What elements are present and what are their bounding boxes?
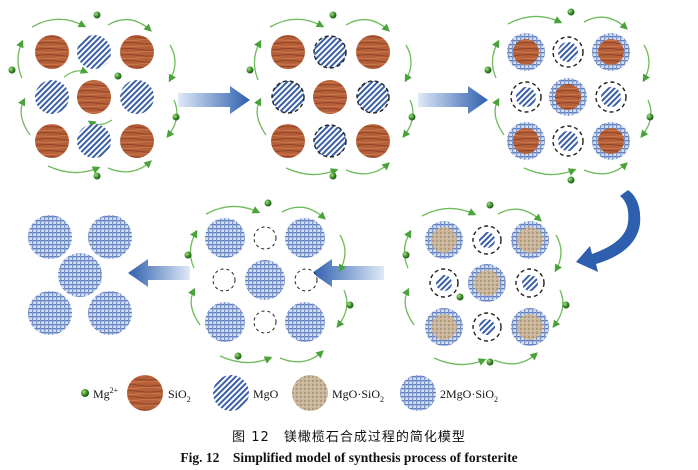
process-arrow — [576, 190, 641, 272]
process-arrow — [312, 259, 384, 287]
mg-ion — [329, 11, 337, 19]
mg-ion — [402, 251, 410, 259]
mg-ion — [346, 301, 354, 309]
sio2-particle — [356, 124, 390, 158]
mgo-sio2-particle — [474, 270, 500, 296]
mgo-sio2-particle — [431, 227, 457, 253]
legend-forsterite-label: 2MgO·SiO2 — [440, 387, 498, 404]
legend-sio2-label: SiO2 — [168, 387, 191, 404]
forsterite-particle — [285, 302, 325, 342]
stage-6 — [28, 215, 132, 335]
sio2-particle — [120, 35, 154, 69]
caption-english: Fig. 12 Simplified model of synthesis pr… — [180, 450, 518, 465]
sio2-particle — [513, 128, 539, 154]
mg-ion — [8, 66, 16, 74]
mg-ion — [114, 72, 122, 80]
forsterite-particle — [28, 215, 72, 259]
forsterite-particle — [88, 215, 132, 259]
mg-ion — [567, 8, 575, 16]
mg-ion — [172, 113, 180, 121]
forsterite-particle — [205, 218, 245, 258]
mgo-particle — [558, 42, 578, 62]
sio2-particle — [513, 39, 539, 65]
mg-ion — [486, 201, 494, 209]
stage-3 — [484, 8, 654, 184]
mgo-particle — [436, 275, 452, 291]
mg-ion — [264, 199, 272, 207]
legend-mgo-label: MgO — [253, 387, 279, 401]
sio2-particle — [356, 35, 390, 69]
sio2-particle — [271, 35, 305, 69]
sio2-legend-icon — [127, 375, 163, 411]
mg-ion — [234, 352, 242, 360]
mg-ion — [646, 113, 654, 121]
mgo-sio2-particle — [517, 227, 543, 253]
mg-ion — [246, 66, 254, 74]
mg-ion — [408, 113, 416, 121]
forsterite-particle — [245, 260, 285, 300]
sio2-particle — [598, 39, 624, 65]
mg-ion — [567, 176, 575, 184]
stage-1 — [8, 11, 180, 180]
mgo-particle — [313, 35, 347, 69]
mgo-particle — [313, 124, 347, 158]
caption-chinese: 图 12 镁橄榄石合成过程的简化模型 — [232, 430, 466, 445]
mgo-particle — [35, 80, 69, 114]
legend: Mg2+ SiO2 MgO MgO·SiO2 2MgO·SiO2 — [81, 375, 498, 411]
sio2-particle — [271, 124, 305, 158]
mg-ion — [562, 301, 570, 309]
mgo-particle — [601, 87, 621, 107]
sio2-particle — [77, 80, 111, 114]
forsterite-particle — [205, 302, 245, 342]
mgo-particle — [77, 35, 111, 69]
mg-ion — [484, 66, 492, 74]
legend-mgo-sio2-label: MgO·SiO2 — [332, 387, 384, 404]
mgo-sio2-particle — [431, 314, 457, 340]
mg-ion — [184, 251, 192, 259]
stage-5 — [184, 199, 354, 364]
mg-ion — [456, 293, 464, 301]
mgo-particle — [356, 80, 390, 114]
mgo-particle — [558, 131, 578, 151]
sio2-particle — [35, 35, 69, 69]
mgo-particle — [516, 87, 536, 107]
sio2-particle — [35, 124, 69, 158]
mg-ion — [329, 172, 337, 180]
sio2-particle — [313, 80, 347, 114]
forsterite-particle — [58, 253, 102, 297]
forsterite-particle — [285, 218, 325, 258]
mg-ion-legend-icon — [81, 389, 89, 397]
mg-ion — [93, 172, 101, 180]
stage-4 — [402, 201, 570, 366]
forsterite-particle — [88, 291, 132, 335]
process-arrow — [178, 86, 250, 114]
forsterite-legend-icon — [400, 375, 436, 411]
mgo-particle — [120, 80, 154, 114]
stage-2 — [246, 11, 416, 180]
process-arrow — [128, 259, 190, 287]
mgo-particle — [271, 80, 305, 114]
mgo-particle — [479, 232, 495, 248]
mgo-legend-icon — [213, 375, 249, 411]
process-arrow — [418, 86, 488, 114]
mgo-particle — [77, 124, 111, 158]
mg-ion — [93, 11, 101, 19]
sio2-particle — [120, 124, 154, 158]
mgo-sio2-particle — [517, 314, 543, 340]
sio2-particle — [598, 128, 624, 154]
sio2-particle — [555, 84, 581, 110]
mgo-particle — [522, 275, 538, 291]
legend-mg-label: Mg2+ — [93, 386, 119, 401]
forsterite-particle — [28, 291, 72, 335]
mgo-sio2-legend-icon — [292, 375, 328, 411]
mgo-particle — [479, 319, 495, 335]
mg-ion — [486, 358, 494, 366]
